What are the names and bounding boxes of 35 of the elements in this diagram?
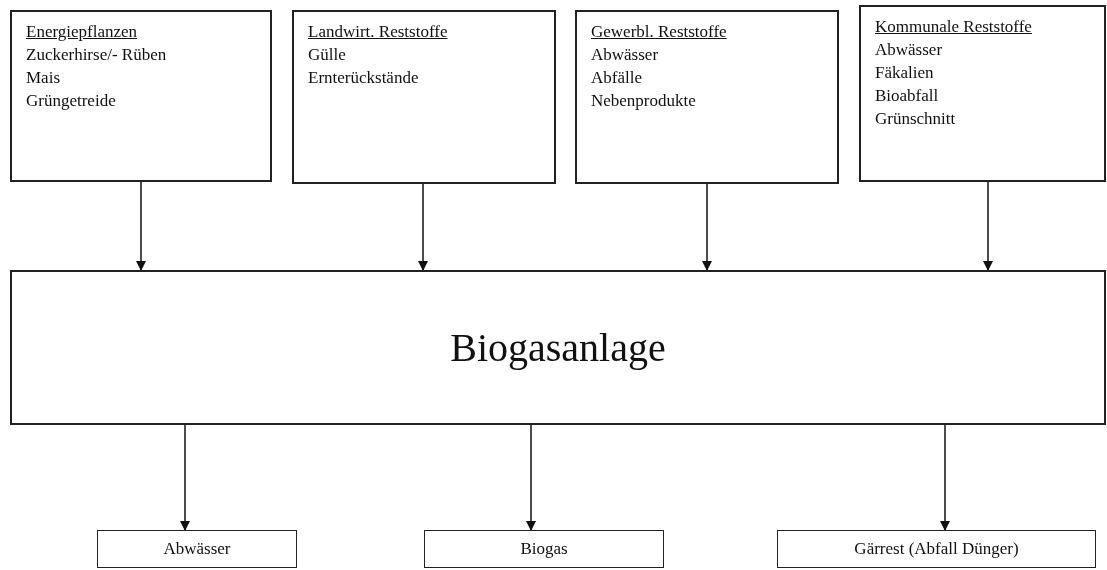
- list-item: Grüngetreide: [26, 90, 117, 112]
- arrow: [526, 424, 536, 531]
- list-item: Abfälle: [591, 67, 643, 89]
- list-item: Grünschnitt: [875, 108, 957, 130]
- list-item: Gülle: [308, 44, 347, 66]
- box-label: Biogasanlage: [450, 324, 666, 371]
- source-box: [859, 5, 1106, 182]
- source-box: [10, 10, 272, 182]
- arrow: [702, 183, 712, 271]
- list-item: Nebenprodukte: [591, 90, 697, 112]
- list-item: Abwässer: [875, 39, 944, 61]
- output-box: [424, 530, 664, 568]
- category-heading: Landwirt. Reststoffe: [308, 21, 449, 43]
- output-box: [777, 530, 1096, 568]
- arrow: [940, 424, 950, 531]
- list-item: Bioabfall: [875, 85, 940, 107]
- box-label: Abwässer: [163, 539, 231, 559]
- list-item: Zuckerhirse/- Rüben: [26, 44, 168, 66]
- arrow: [983, 181, 993, 271]
- box-label: Biogas: [520, 539, 568, 559]
- category-heading: Kommunale Reststoffe: [875, 16, 1033, 38]
- list-item: Ernterückstände: [308, 67, 420, 89]
- list-item: Abwässer: [591, 44, 660, 66]
- category-heading: Energiepflanzen: [26, 21, 139, 43]
- category-heading: Gewerbl. Reststoffe: [591, 21, 728, 43]
- box-label: Gärrest (Abfall Dünger): [854, 539, 1019, 559]
- list-item: Fäkalien: [875, 62, 935, 84]
- arrow: [136, 181, 146, 271]
- arrow: [180, 424, 190, 531]
- arrow: [418, 183, 428, 271]
- source-box: [292, 10, 556, 184]
- output-box: [97, 530, 297, 568]
- source-box: [575, 10, 839, 184]
- plant-box: [10, 270, 1106, 425]
- list-item: Mais: [26, 67, 61, 89]
